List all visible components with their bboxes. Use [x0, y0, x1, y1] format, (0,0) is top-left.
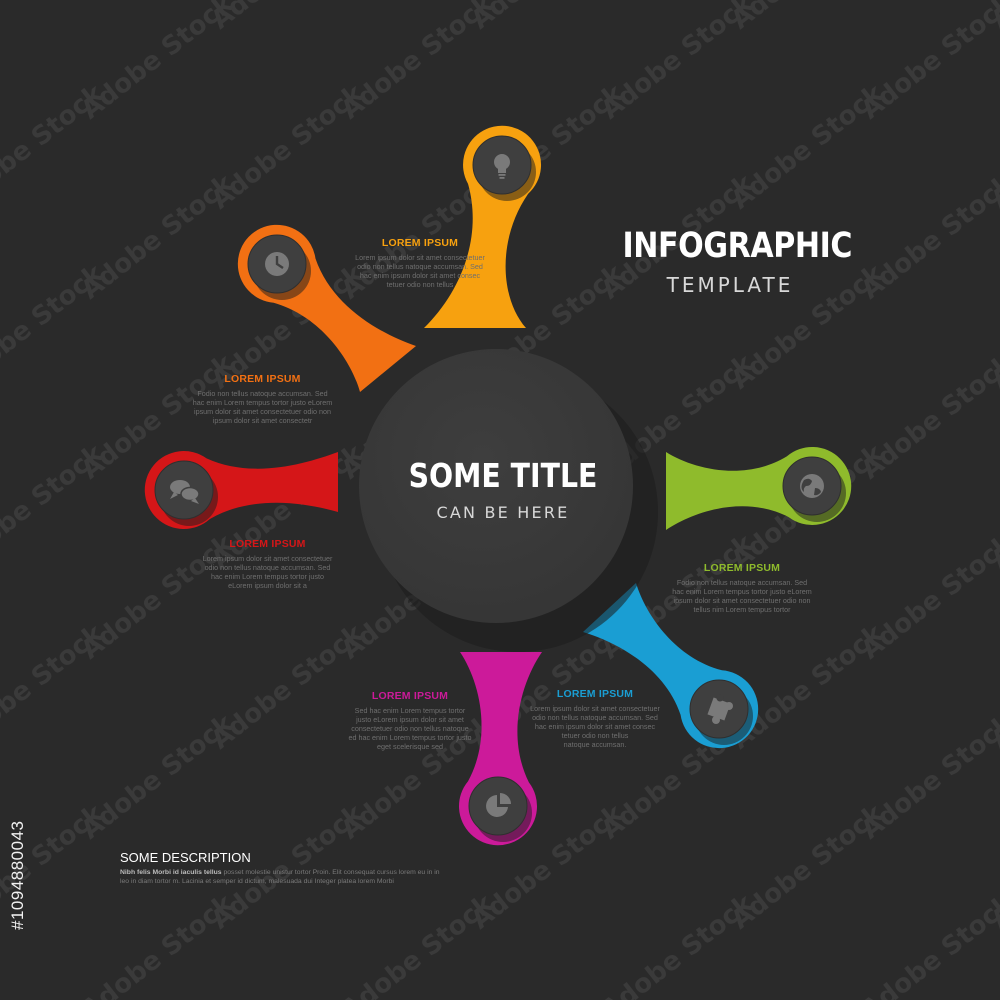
watermark-text: Adobe Stock	[0, 438, 110, 575]
infographic-title: INFOGRAPHIC	[622, 226, 853, 266]
speech-bubbles-icon	[170, 480, 200, 504]
node-label-upper-left: LOREM IPSUM	[224, 373, 301, 385]
center-disc	[359, 349, 633, 623]
text-line: natoque accumsan.	[563, 740, 627, 749]
text-line: odio non tellus natoque accumsan. Sed	[357, 262, 483, 271]
node-label-bottom: LOREM IPSUM	[371, 690, 449, 702]
text-line: hac enim Lorem tempus tortor justo eLore…	[672, 587, 812, 596]
lightbulb-icon	[494, 154, 510, 179]
watermark-text: Adobe Stock	[336, 888, 500, 1000]
pie-chart-icon	[486, 793, 511, 817]
text-line: ipsum dolor sit amet consectetr	[212, 416, 313, 425]
description-title: SOME DESCRIPTION	[120, 850, 251, 865]
watermark-text: Adobe Stock	[76, 888, 240, 1000]
text-line: tetuer odio non tellus	[386, 280, 454, 289]
node-text-left: Lorem ipsum dolor sit amet consectetuer …	[185, 554, 350, 590]
text-line: hac enim ipsum dolor sit amet consec	[359, 271, 481, 280]
text-line: Fodio non tellus natoque accumsan. Sed	[676, 578, 808, 587]
center-subtitle: CAN BE HERE	[436, 503, 570, 522]
text-line: Lorem ipsum dolor sit amet consectetuer	[530, 704, 660, 713]
node-label-left: LOREM IPSUM	[229, 538, 306, 550]
text-line: eLorem ipsum dolor sit a	[228, 581, 307, 590]
center-title: SOME TITLE	[408, 456, 598, 495]
puzzle-icon	[707, 694, 733, 724]
text-line: tetuer odio non tellus	[561, 731, 629, 740]
text-line: tellus nim Lorem tempus tortor	[693, 605, 791, 614]
text-line: hac enim Lorem tempus tortor justo	[210, 572, 325, 581]
globe-icon	[800, 474, 824, 498]
text-line: odio non tellus natoque accumsan. Sed	[532, 713, 658, 722]
node-text-bottom: Sed hac enim Lorem tempus tortor justo e…	[325, 706, 495, 751]
text-line: Lorem ipsum dolor sit amet consectetuer	[355, 253, 485, 262]
node-text-right: Fodio non tellus natoque accumsan. Sed h…	[657, 578, 827, 614]
text-line: ipsum dolor sit amet consectetuer odio n…	[673, 596, 811, 605]
text-line: odio non tellus natoque accumsan. Sed	[204, 563, 331, 572]
node-text-upper-left: Fodio non tellus natoque accumsan. Sed h…	[180, 389, 345, 425]
watermark-text: Adobe Stock	[0, 78, 110, 215]
text-line: Lorem ipsum dolor sit amet consectetuer	[202, 554, 333, 563]
text-line: justo eLorem ipsum dolor sit amet	[356, 715, 464, 724]
text-line: ipsum dolor sit amet consectetuer odio n…	[193, 407, 332, 416]
node-label-top: LOREM IPSUM	[381, 237, 459, 249]
text-line: ed hac enim Lorem tempus tortor justo	[348, 733, 472, 742]
text-line: Fodio non tellus natoque accumsan. Sed	[197, 389, 328, 398]
text-line: consectetuer odio non tellus natoque	[351, 724, 469, 733]
node-label-lower-right: LOREM IPSUM	[556, 688, 634, 700]
node-button-bottom[interactable]	[468, 776, 528, 836]
text-line: Sed hac enim Lorem tempus tortor	[354, 706, 466, 715]
watermark-text: Adobe Stock	[856, 888, 1000, 1000]
watermark-text: Adobe Stock	[0, 0, 110, 36]
node-buttons	[154, 135, 846, 842]
node-text-top: Lorem ipsum dolor sit amet consectetuer …	[330, 253, 510, 289]
text-line: eget scelerisque sed	[377, 742, 443, 751]
text-line: hac enim Lorem tempus tortor justo eLore…	[192, 398, 333, 407]
description-bold: Nibh felis Morbi id iaculis tellus	[120, 869, 222, 876]
node-label-right: LOREM IPSUM	[703, 562, 781, 574]
node-text-lower-right: Lorem ipsum dolor sit amet consectetuer …	[510, 704, 680, 749]
stock-id: #1094880043	[8, 820, 27, 930]
description-body: posset molestie unistur tortor Proin. El…	[120, 869, 440, 885]
watermark-text: Adobe Stock	[596, 888, 760, 1000]
description-text: Nibh felis Morbi id iaculis tellus posse…	[120, 869, 450, 886]
infographic-subtitle: TEMPLATE	[666, 273, 794, 297]
text-line: hac enim ipsum dolor sit amet consec	[534, 722, 656, 731]
clock-icon	[265, 252, 289, 276]
watermark-text: Adobe Stock	[0, 258, 110, 395]
